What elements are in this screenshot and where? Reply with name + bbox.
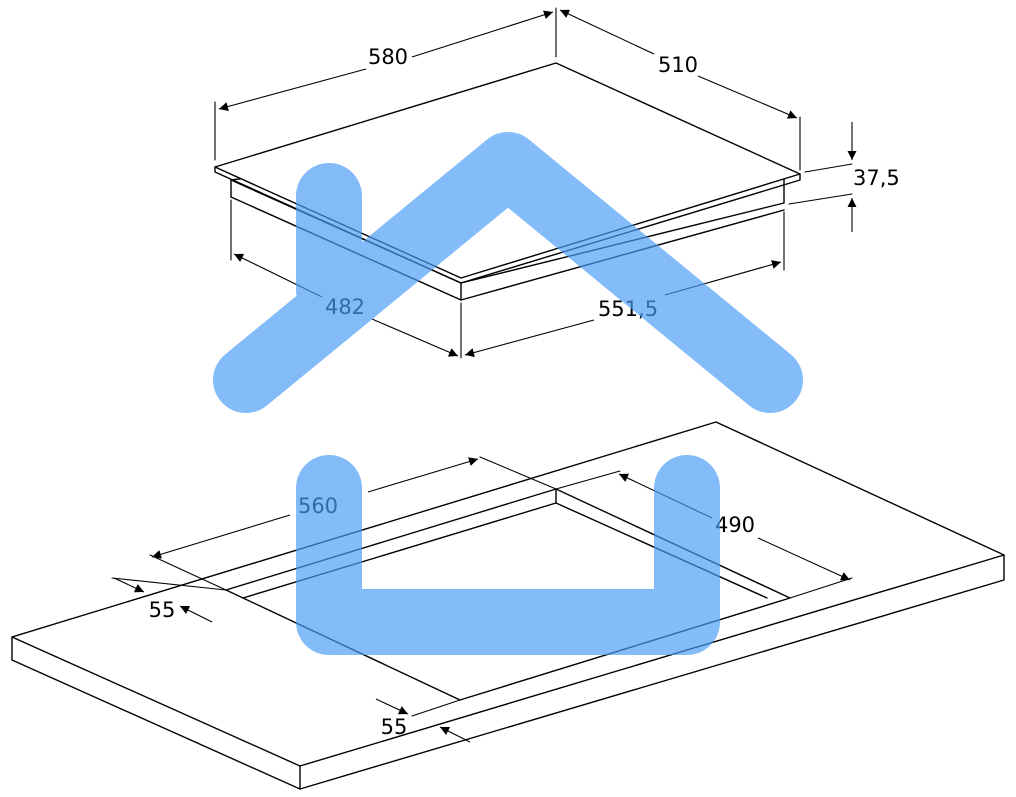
label-510: 510: [658, 53, 698, 77]
label-37-5: 37,5: [853, 166, 900, 190]
label-490: 490: [715, 513, 755, 537]
label-580: 580: [368, 45, 408, 69]
house-icon: [213, 132, 803, 655]
dimension-depth-510: 510: [559, 9, 798, 119]
label-55-front: 55: [381, 715, 408, 739]
label-55-left: 55: [149, 598, 176, 622]
dimension-width-580: 580: [218, 10, 554, 111]
house-walls: [296, 455, 720, 655]
dimension-margin-front-55: 55: [375, 698, 471, 743]
dimension-margin-left-55: 55: [113, 577, 213, 623]
dimension-thickness-37-5: 37,5: [847, 122, 900, 232]
